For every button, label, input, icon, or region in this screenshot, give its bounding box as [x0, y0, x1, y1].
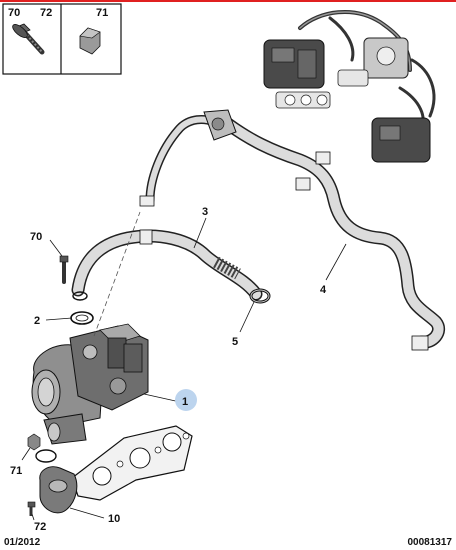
leader-3	[193, 217, 207, 249]
label-10: 10	[108, 513, 120, 525]
seal-ring	[72, 291, 88, 301]
legend-label-71: 71	[96, 7, 108, 19]
label-71: 71	[10, 465, 22, 477]
hex-nut-icon	[79, 27, 101, 55]
bolt-icon	[12, 23, 45, 55]
label-5: 5	[232, 336, 238, 348]
fastener-legend: 70 72 71	[2, 3, 122, 75]
leader-2	[45, 317, 73, 321]
pipe-3	[71, 229, 263, 301]
label-1: 1	[182, 396, 188, 408]
gasket-2	[70, 311, 94, 325]
bolt-72	[27, 501, 36, 516]
label-70: 70	[30, 231, 42, 243]
footer-ref: 00081317	[408, 537, 453, 548]
leader-1	[143, 393, 181, 403]
nut-71	[27, 433, 41, 451]
hose-clip-5	[249, 288, 271, 304]
label-3: 3	[202, 206, 208, 218]
pipe-4-clamp	[295, 177, 311, 191]
legend-label-70: 70	[8, 7, 20, 19]
footer-date: 01/2012	[4, 537, 41, 548]
leader-70	[49, 239, 63, 257]
legend-label-72: 72	[40, 7, 52, 19]
elbow-10	[39, 466, 78, 514]
leader-10	[69, 507, 105, 519]
label-4: 4	[320, 284, 327, 296]
legend-frame	[2, 3, 122, 75]
leader-4	[325, 243, 347, 281]
alignment-line	[93, 211, 141, 337]
leader-5	[239, 301, 255, 333]
leader-72	[31, 513, 35, 521]
callout-highlight-1	[175, 389, 197, 411]
egr-cooler-1	[31, 323, 149, 445]
top-red-bar	[0, 0, 456, 2]
label-72: 72	[34, 521, 46, 533]
leader-71	[21, 447, 31, 461]
manifold-gasket	[71, 425, 193, 501]
bolt-70	[59, 255, 69, 284]
pipe-4	[139, 109, 446, 351]
egr-actuator-assembly	[263, 10, 436, 163]
label-2: 2	[34, 315, 40, 327]
outlet-gasket	[35, 449, 57, 463]
